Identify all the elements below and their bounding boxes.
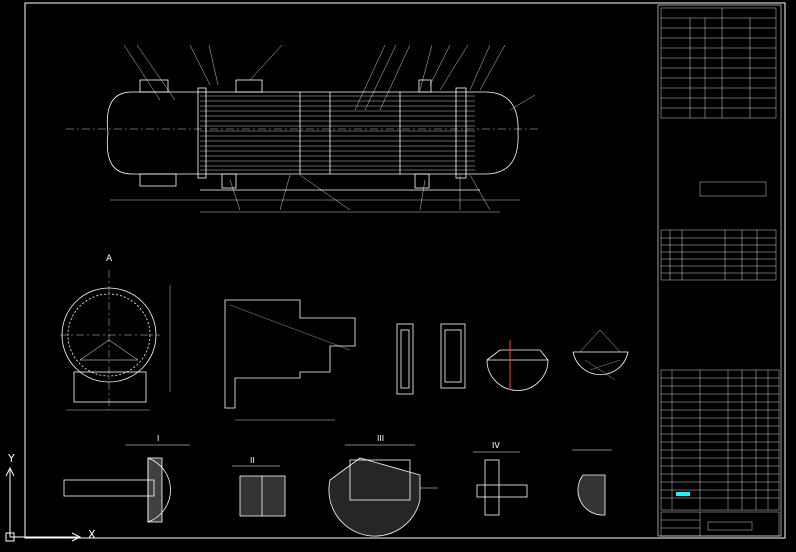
detail-iii-view[interactable] [328,444,438,537]
section-a-view[interactable] [60,270,171,411]
detail-iv-view[interactable] [473,451,528,516]
detail-v-view[interactable] [572,449,612,516]
detail-ii-label: II [250,456,255,465]
nozzle-table[interactable] [660,229,777,281]
ucs-x-label: X [88,528,96,541]
weld-detail-view-2[interactable] [572,329,629,381]
ucs-y-label: Y [8,452,15,465]
detail-i-label: I [157,434,160,443]
gasket-detail-view[interactable] [396,323,466,395]
tube-bundle [200,95,475,171]
detail-iv-label: IV [492,441,500,450]
design-data-table[interactable] [660,7,777,119]
technical-notes-box[interactable] [699,181,767,197]
parts-list-table[interactable] [660,369,780,511]
ucs-icon [5,466,82,542]
weld-detail-view-1[interactable] [486,340,549,391]
title-block[interactable] [660,511,780,537]
drawing-border [24,2,786,539]
baffle-plate-view[interactable] [224,299,356,421]
section-a-label: A [106,254,113,264]
detail-i-view[interactable] [63,444,190,523]
heat-exchanger-main-view[interactable] [66,44,540,213]
leader-lines [123,44,536,211]
detail-iii-label: III [377,434,385,443]
detail-ii-view[interactable] [232,465,286,517]
highlight-row-marker [676,492,690,496]
